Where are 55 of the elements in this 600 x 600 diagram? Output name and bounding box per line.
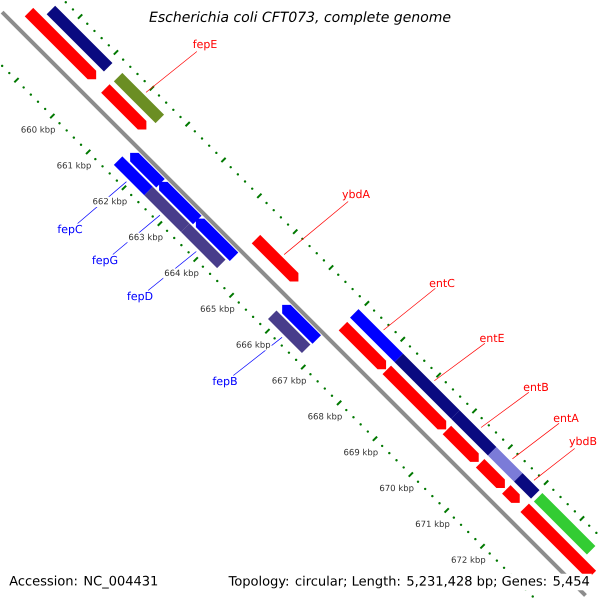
gene-label: fepD bbox=[127, 292, 152, 302]
genome-info-text: Topology: circular; Length: 5,231,428 bp; Genes: 5,454 bbox=[226, 574, 592, 590]
gene-label: fepE bbox=[192, 40, 217, 50]
gene-feature bbox=[181, 224, 226, 268]
leader-line bbox=[284, 201, 348, 255]
leader-line bbox=[383, 288, 436, 330]
gene-feature bbox=[159, 182, 202, 224]
tick-label: 661 kbp bbox=[56, 160, 92, 172]
accession-text: Accession: NC_004431 bbox=[9, 576, 158, 588]
tick-label: 667 kbp bbox=[270, 376, 308, 386]
gene-label: entA bbox=[554, 414, 579, 422]
gene-label: fepG bbox=[92, 256, 118, 266]
gene-feature bbox=[282, 304, 322, 344]
tick-label: 670 kbp bbox=[378, 484, 416, 494]
gene-feature bbox=[488, 447, 523, 482]
gene-label: ybdA bbox=[342, 190, 370, 200]
gene-feature bbox=[196, 218, 238, 262]
gene-feature bbox=[130, 152, 165, 188]
gene-feature bbox=[114, 156, 153, 196]
tick-label: 668 kbp bbox=[306, 412, 344, 422]
tick-label: 662 kbp bbox=[92, 196, 128, 208]
gene-label: fepB bbox=[212, 376, 237, 388]
tick-label: 664 kbp bbox=[163, 268, 200, 279]
gene-feature bbox=[24, 8, 96, 80]
leader-line bbox=[534, 448, 575, 481]
gene-feature bbox=[101, 84, 146, 130]
gene-label: entB bbox=[524, 382, 548, 392]
tick-label: 663 kbp bbox=[127, 232, 164, 243]
gene-feature bbox=[476, 459, 505, 488]
gene-feature bbox=[252, 234, 298, 282]
map-title: Escherichia coli CFT073, complete genome bbox=[149, 11, 450, 25]
leader-line bbox=[480, 392, 530, 428]
gene-feature bbox=[442, 426, 479, 462]
gene-feature bbox=[338, 322, 386, 370]
gene-label: fepC bbox=[58, 224, 82, 236]
tick-label: 669 kbp bbox=[342, 448, 380, 458]
tick-label: 665 kbp bbox=[199, 304, 236, 315]
gene-label: ybdB bbox=[569, 436, 596, 448]
gene-label: entC bbox=[430, 278, 454, 288]
gene-feature bbox=[46, 6, 112, 72]
tick-label: 671 kbp bbox=[414, 519, 451, 530]
gene-feature bbox=[144, 186, 190, 232]
gene-feature bbox=[534, 492, 596, 554]
tick-label: 660 kbp bbox=[20, 125, 56, 136]
gene-label: entE bbox=[480, 334, 504, 342]
tick-label: 666 kbp bbox=[234, 340, 272, 350]
gene-feature bbox=[451, 410, 496, 456]
gene-feature bbox=[394, 354, 460, 419]
leader-line bbox=[512, 422, 560, 460]
gene-feature bbox=[382, 366, 446, 430]
gene-feature bbox=[350, 309, 404, 362]
gene-feature bbox=[502, 485, 520, 503]
tick-label: 672 kbp bbox=[450, 555, 487, 566]
gene-feature bbox=[114, 72, 164, 124]
gene-feature bbox=[514, 473, 540, 499]
